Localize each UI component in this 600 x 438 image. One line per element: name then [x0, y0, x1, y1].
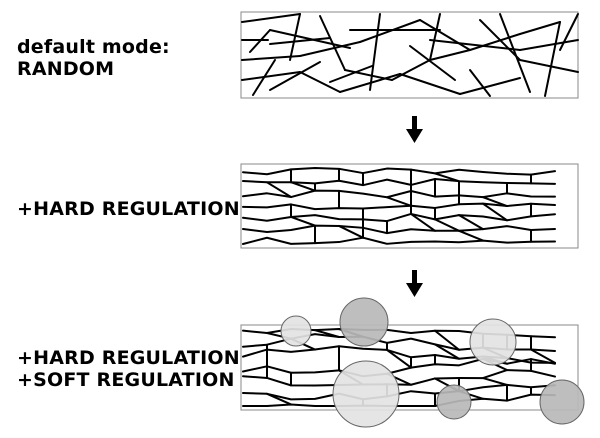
label-hard-soft: +HARD REGULATION +SOFT REGULATION: [17, 347, 240, 391]
label-random: default mode: RANDOM: [17, 36, 170, 80]
panel-hard: [240, 163, 579, 249]
soft-circle-4: [332, 360, 400, 428]
label-random-line-2: RANDOM: [17, 58, 115, 80]
soft-circle-2: [339, 297, 389, 347]
soft-regulation-circles: [280, 297, 585, 428]
soft-circle-6: [539, 379, 585, 425]
label-random-line-1: default mode:: [17, 36, 170, 58]
label-hard-soft-line-2: +SOFT REGULATION: [17, 369, 235, 391]
down-arrow-icon: [406, 270, 423, 297]
label-hard-line-1: +HARD REGULATION: [17, 198, 240, 220]
panel-hard-soft: [240, 297, 585, 428]
soft-circle-1: [280, 315, 312, 347]
panel-hard-lines: [242, 167, 556, 245]
down-arrow-icon: [406, 116, 423, 143]
panel-random-lines: [241, 13, 579, 97]
soft-circle-3: [469, 318, 517, 366]
soft-circle-5: [436, 384, 472, 420]
panel-random: [240, 11, 579, 99]
label-hard: +HARD REGULATION: [17, 198, 240, 220]
label-hard-soft-line-1: +HARD REGULATION: [17, 347, 240, 369]
